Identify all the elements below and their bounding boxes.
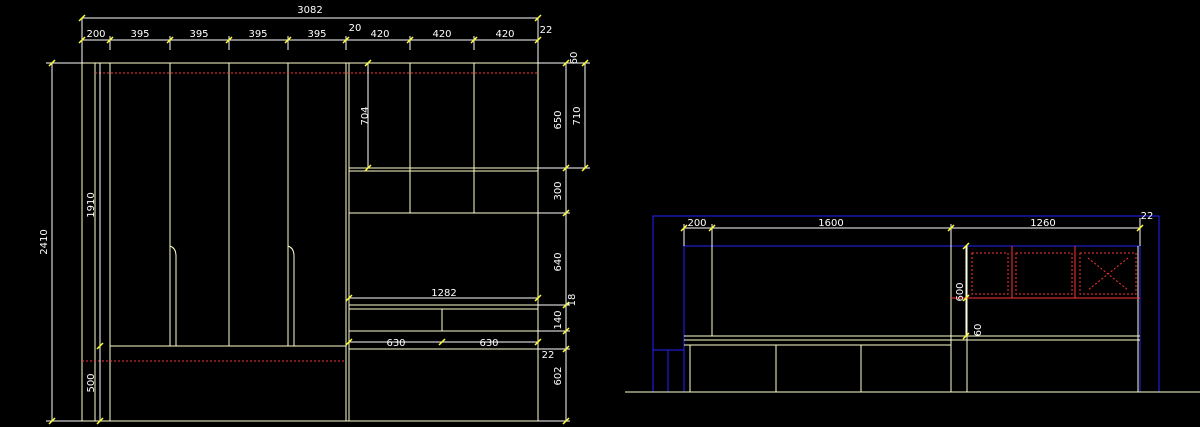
dim-base-height: 500 (86, 373, 97, 392)
hidden-cross-2 (1087, 257, 1129, 291)
dim-60-right: 60 (569, 52, 580, 65)
dim-420-a: 420 (370, 29, 389, 40)
dim-18: 18 (567, 294, 578, 307)
plan-dim-600: 600 (955, 282, 966, 301)
dim-1282: 1282 (431, 288, 456, 299)
dim-140: 140 (553, 310, 564, 329)
plan-drawing (625, 215, 1200, 393)
dim-420-c: 420 (495, 29, 514, 40)
dim-20: 20 (349, 23, 362, 34)
dim-630-a: 630 (386, 338, 405, 349)
plan-ticks (680, 224, 1144, 340)
elevation-ticks (78, 14, 542, 44)
dim-22-top: 22 (540, 25, 553, 36)
plan-dim-1260: 1260 (1030, 218, 1055, 229)
elevation-left-ticks (48, 59, 104, 425)
hidden-box-1 (971, 252, 1009, 295)
dim-overall-height: 2410 (39, 229, 50, 254)
plan-dim-1600: 1600 (818, 218, 843, 229)
dim-395-b: 395 (189, 29, 208, 40)
dim-300: 300 (553, 181, 564, 200)
dim-overall-width: 3082 (297, 5, 322, 16)
upper-cabinet-outline (683, 245, 1141, 393)
elevation-top-dimensions (81, 17, 539, 63)
dim-650: 650 (553, 110, 564, 129)
elevation-drawing (81, 62, 539, 422)
plan-dim-200: 200 (687, 218, 706, 229)
dim-420-b: 420 (432, 29, 451, 40)
dim-704: 704 (360, 106, 371, 125)
hidden-box-3 (1079, 252, 1137, 295)
dim-630-b: 630 (479, 338, 498, 349)
dim-640: 640 (553, 252, 564, 271)
elevation-hidden-lines (82, 72, 538, 362)
elevation-right-dimensions (349, 62, 590, 422)
elevation-left-dimensions (46, 62, 101, 422)
plan-dim-22: 22 (1141, 211, 1154, 222)
hidden-box-2 (1015, 252, 1073, 295)
room-outline (652, 215, 1160, 393)
plan-dim-60: 60 (973, 324, 984, 337)
door-handle-1 (169, 245, 177, 346)
dim-395-c: 395 (248, 29, 267, 40)
dim-602: 602 (553, 366, 564, 385)
dim-395-a: 395 (130, 29, 149, 40)
dim-200: 200 (86, 29, 105, 40)
elevation-right-ticks (345, 59, 589, 425)
cabinet-outline (81, 62, 539, 422)
dim-door-height: 1910 (86, 192, 97, 217)
door-handle-2 (287, 245, 295, 346)
dim-710: 710 (572, 106, 583, 125)
dim-395-d: 395 (307, 29, 326, 40)
dim-22-right: 22 (542, 350, 555, 361)
